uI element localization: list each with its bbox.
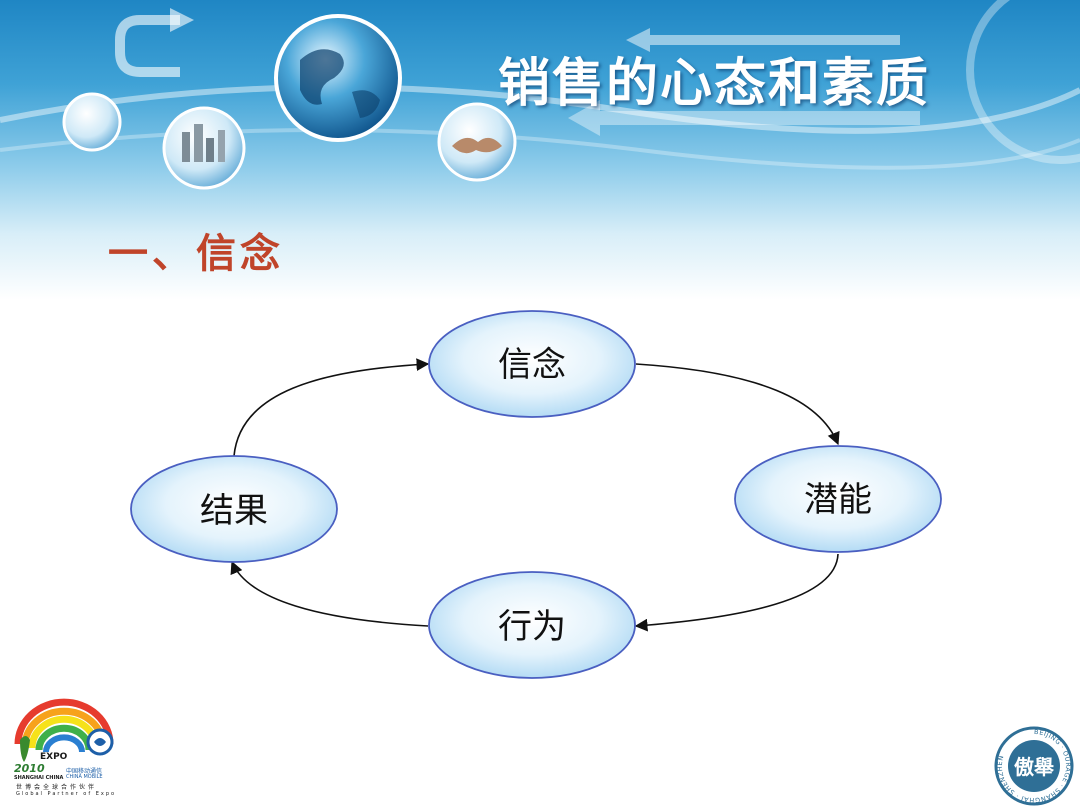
node-belief bbox=[428, 310, 636, 418]
expo-mark: EXPO bbox=[40, 752, 68, 762]
seal-logo: BEIJING · OURAGE · SHANGHAI · SHENZHEN 傲… bbox=[994, 726, 1074, 806]
banner-decoration bbox=[0, 0, 1080, 190]
seal-characters: 傲舉 bbox=[1014, 755, 1055, 779]
expo-year: 2010 bbox=[14, 762, 45, 775]
arrow-belief-to-potential bbox=[635, 363, 840, 446]
expo-slogan-cn: 世博会全球合作伙伴 bbox=[16, 784, 98, 791]
node-potential bbox=[734, 445, 942, 553]
expo-logo bbox=[14, 698, 114, 762]
node-action bbox=[428, 571, 636, 679]
expo-partner-cn: 中国移动通信 bbox=[66, 768, 103, 775]
expo-partner-en: CHINA MOBILE bbox=[66, 774, 103, 780]
node-result bbox=[130, 455, 338, 563]
node-potential-label: 潜能 bbox=[804, 480, 872, 520]
expo-city: SHANGHAI CHINA bbox=[14, 775, 64, 781]
arrow-potential-to-action bbox=[634, 553, 839, 632]
slide-title: 销售的心态和素质 bbox=[498, 53, 931, 114]
expo-slogan-en: Global Partner of Expo bbox=[16, 791, 117, 797]
node-action-label: 行为 bbox=[498, 607, 566, 647]
arrow-result-to-belief bbox=[233, 358, 430, 457]
section-heading: 一、信念 bbox=[108, 230, 284, 277]
node-belief-label: 信念 bbox=[498, 345, 566, 385]
arrow-action-to-result bbox=[230, 560, 429, 627]
node-result-label: 结果 bbox=[200, 491, 268, 531]
